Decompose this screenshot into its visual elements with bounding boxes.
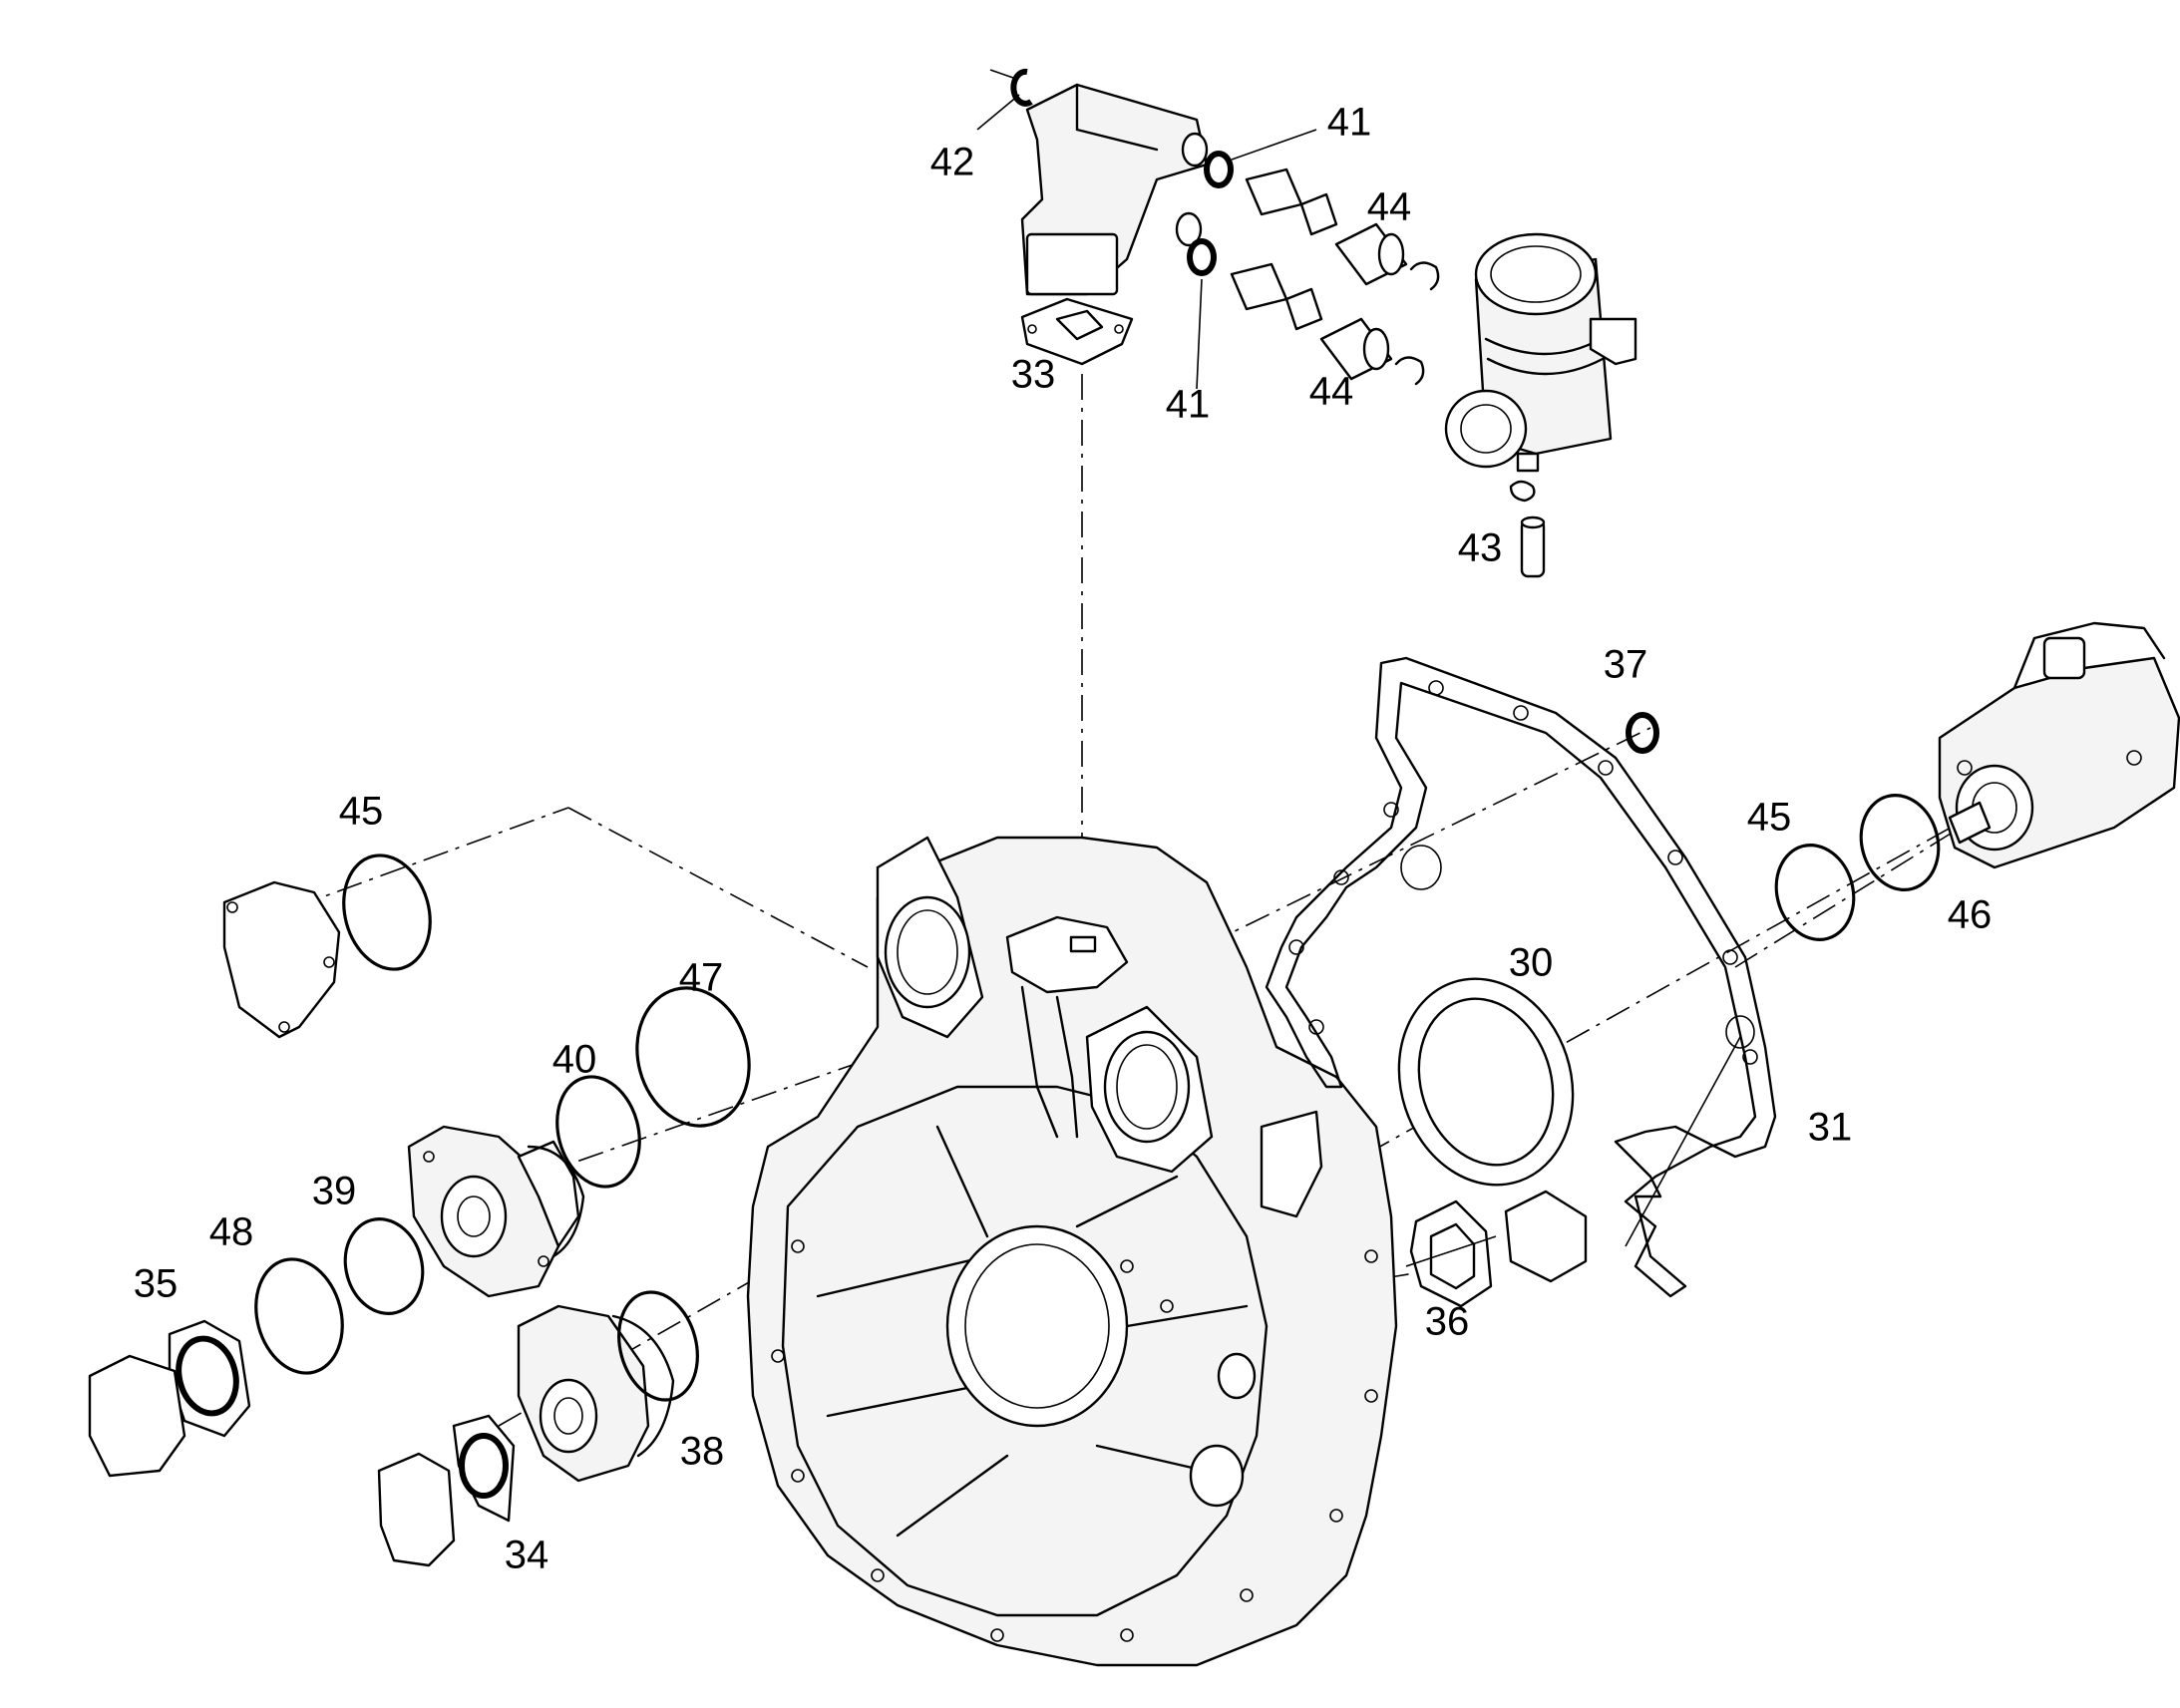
callout-labels: 42 41 44 33 41 44 43 37 45 45 46 47 30 4… <box>134 101 1993 1577</box>
callout-36: 36 <box>1425 1300 1470 1344</box>
callout-44-lower: 44 <box>1309 370 1354 414</box>
callout-47: 47 <box>679 956 724 1000</box>
callout-41-upper: 41 <box>1327 101 1372 145</box>
cover-plate-34 <box>377 1414 516 1567</box>
filter-housing-assembly <box>1020 83 1637 503</box>
crankshaft-bore <box>945 1224 1129 1428</box>
callout-48: 48 <box>209 1210 254 1254</box>
callout-35: 35 <box>134 1262 179 1306</box>
axis-seal-30 <box>1325 822 1961 1178</box>
callout-31: 31 <box>1808 1106 1853 1150</box>
o-ring-38 <box>617 1290 699 1402</box>
cover-36 <box>1409 1190 1588 1308</box>
pump-assembly-38 <box>517 1304 675 1483</box>
callout-45-right: 45 <box>1747 796 1792 840</box>
pump-bore-upper-left <box>884 895 971 1009</box>
axis-cover-45 <box>293 807 569 908</box>
axis-cover-45-bend <box>567 807 869 968</box>
callout-39: 39 <box>312 1170 357 1213</box>
o-ring-40 <box>555 1075 641 1189</box>
high-pressure-pump <box>1938 621 2180 869</box>
o-ring-48 <box>254 1257 344 1375</box>
callout-40: 40 <box>552 1038 597 1082</box>
callout-33: 33 <box>1011 353 1056 397</box>
shaft-seal-30 <box>1397 977 1575 1187</box>
pump-assembly-39 <box>407 1125 585 1298</box>
o-rings-filter <box>989 68 1234 276</box>
callout-44-upper: 44 <box>1367 185 1412 229</box>
callout-46: 46 <box>1948 893 1993 937</box>
callout-43: 43 <box>1458 526 1503 570</box>
o-ring-39 <box>343 1217 425 1315</box>
flywheel-housing <box>746 836 1398 1667</box>
o-ring-47 <box>635 986 751 1128</box>
filter-mount-pad <box>1069 935 1097 953</box>
o-ring-45-left <box>342 854 432 971</box>
o-ring-42 <box>1010 68 1033 107</box>
gasket-33 <box>1020 297 1134 366</box>
cover-plate-45 <box>222 880 341 1039</box>
housing-gasket-31 <box>1265 656 1777 1298</box>
callout-30: 30 <box>1509 941 1554 985</box>
callout-45-left: 45 <box>339 790 384 834</box>
sleeve-43 <box>1520 515 1546 578</box>
callout-34: 34 <box>505 1534 549 1577</box>
o-ring-41-upper <box>1204 151 1234 188</box>
callout-41-lower: 41 <box>1166 383 1211 427</box>
o-ring-41-lower <box>1187 238 1217 276</box>
callout-leaders <box>976 94 1741 1267</box>
callout-42: 42 <box>930 141 975 184</box>
o-ring-37 <box>1626 712 1659 754</box>
o-ring-46 <box>1859 794 1941 891</box>
o-ring-45-right <box>1774 844 1856 941</box>
pump-bore-upper-right <box>1103 1030 1191 1144</box>
cover-plate-35 <box>88 1319 251 1478</box>
callout-37: 37 <box>1604 643 1648 687</box>
callout-38: 38 <box>680 1430 725 1474</box>
